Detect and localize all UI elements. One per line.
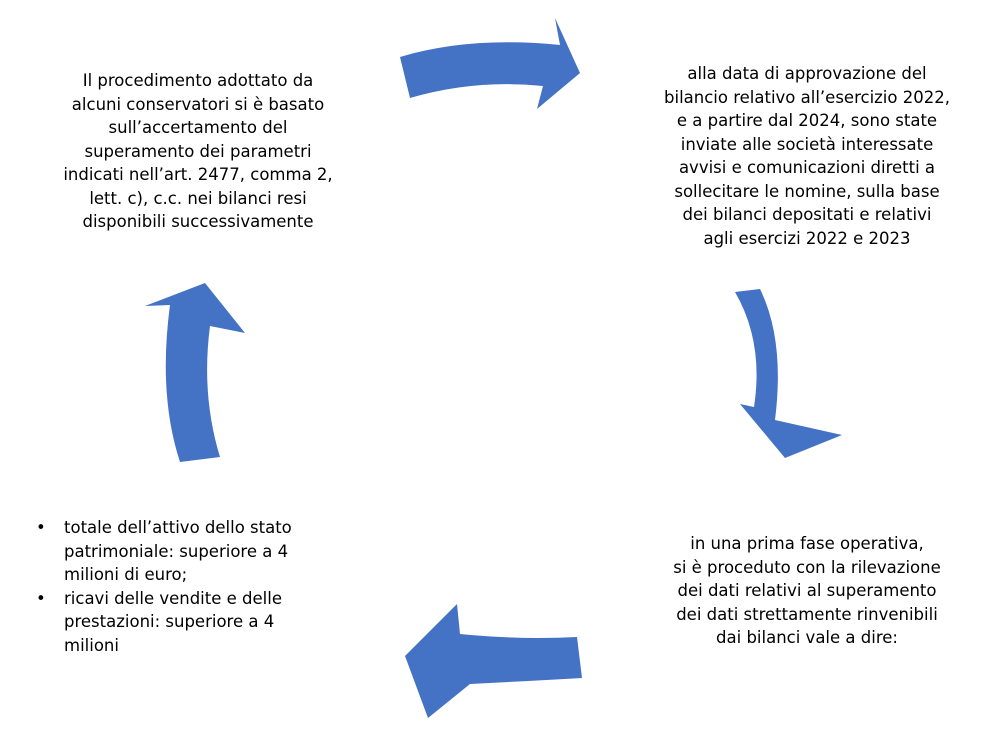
- step-line: avvisi e comunicazioni diretti a: [678, 158, 936, 177]
- step-line: dai bilanci vale a dire:: [716, 628, 898, 647]
- bullet-item: • totale dell’attivo dello stato patrimoni…: [30, 516, 340, 587]
- bullet-item: • ricavi delle vendite e delle prestazioni…: [30, 587, 340, 658]
- step-text-top-left: Il procedimento adottato da alcuni conser…: [42, 69, 354, 234]
- bullet-list: • totale dell’attivo dello stato patrimoni…: [30, 516, 340, 657]
- step-line: lett. c), c.c. nei bilanci resi: [89, 188, 307, 208]
- bullet-icon: •: [36, 518, 46, 537]
- step-line: e a partire dal 2024, sono state: [676, 111, 938, 130]
- arrow-bottom: [405, 604, 582, 718]
- step-line: dei dati strettamente rinvenibili: [676, 604, 938, 624]
- bullet-line: milioni: [64, 635, 119, 655]
- step-line: agli esercizi 2022 e 2023: [703, 228, 911, 248]
- step-line: dei bilanci depositati e relativi: [682, 205, 932, 224]
- step-text-top-right: alla data di approvazione del bilancio re…: [640, 62, 974, 250]
- bullet-line: ricavi delle vendite e delle: [64, 588, 282, 608]
- step-line: sull’accertamento del: [108, 118, 288, 137]
- bullet-line: milioni di euro;: [64, 565, 188, 584]
- bullet-line: prestazioni: superiore a 4: [64, 612, 275, 631]
- step-line: dei dati relativi al superamento: [677, 581, 937, 600]
- step-line: Il procedimento adottato da: [82, 71, 314, 90]
- step-text-bottom-left: • totale dell’attivo dello stato patrimoni…: [30, 516, 340, 657]
- step-line: alcuni conservatori si è basato: [71, 94, 325, 114]
- step-line: inviate alle società interessate: [680, 134, 934, 154]
- step-line: bilancio relativo all’esercizio 2022,: [664, 87, 950, 107]
- step-line: superamento dei parametri: [84, 141, 312, 161]
- bullet-line: patrimoniale: superiore a 4: [64, 541, 289, 561]
- step-line: alla data di approvazione del: [687, 64, 927, 83]
- step-text-bottom-right: in una prima fase operativa, si è procedu…: [640, 532, 974, 650]
- step-line: si è proceduto con la rilevazione: [673, 557, 941, 577]
- arrow-right: [735, 289, 842, 458]
- step-line: in una prima fase operativa,: [690, 534, 924, 553]
- arrow-left: [145, 283, 245, 462]
- step-line: sollecitare le nomine, sulla base: [674, 181, 940, 201]
- step-line: indicati nell’art. 2477, comma 2,: [63, 165, 333, 184]
- step-line: disponibili successivamente: [82, 212, 314, 231]
- arrow-top: [400, 18, 580, 109]
- bullet-icon: •: [36, 588, 46, 608]
- bullet-line: totale dell’attivo dello stato: [64, 518, 292, 537]
